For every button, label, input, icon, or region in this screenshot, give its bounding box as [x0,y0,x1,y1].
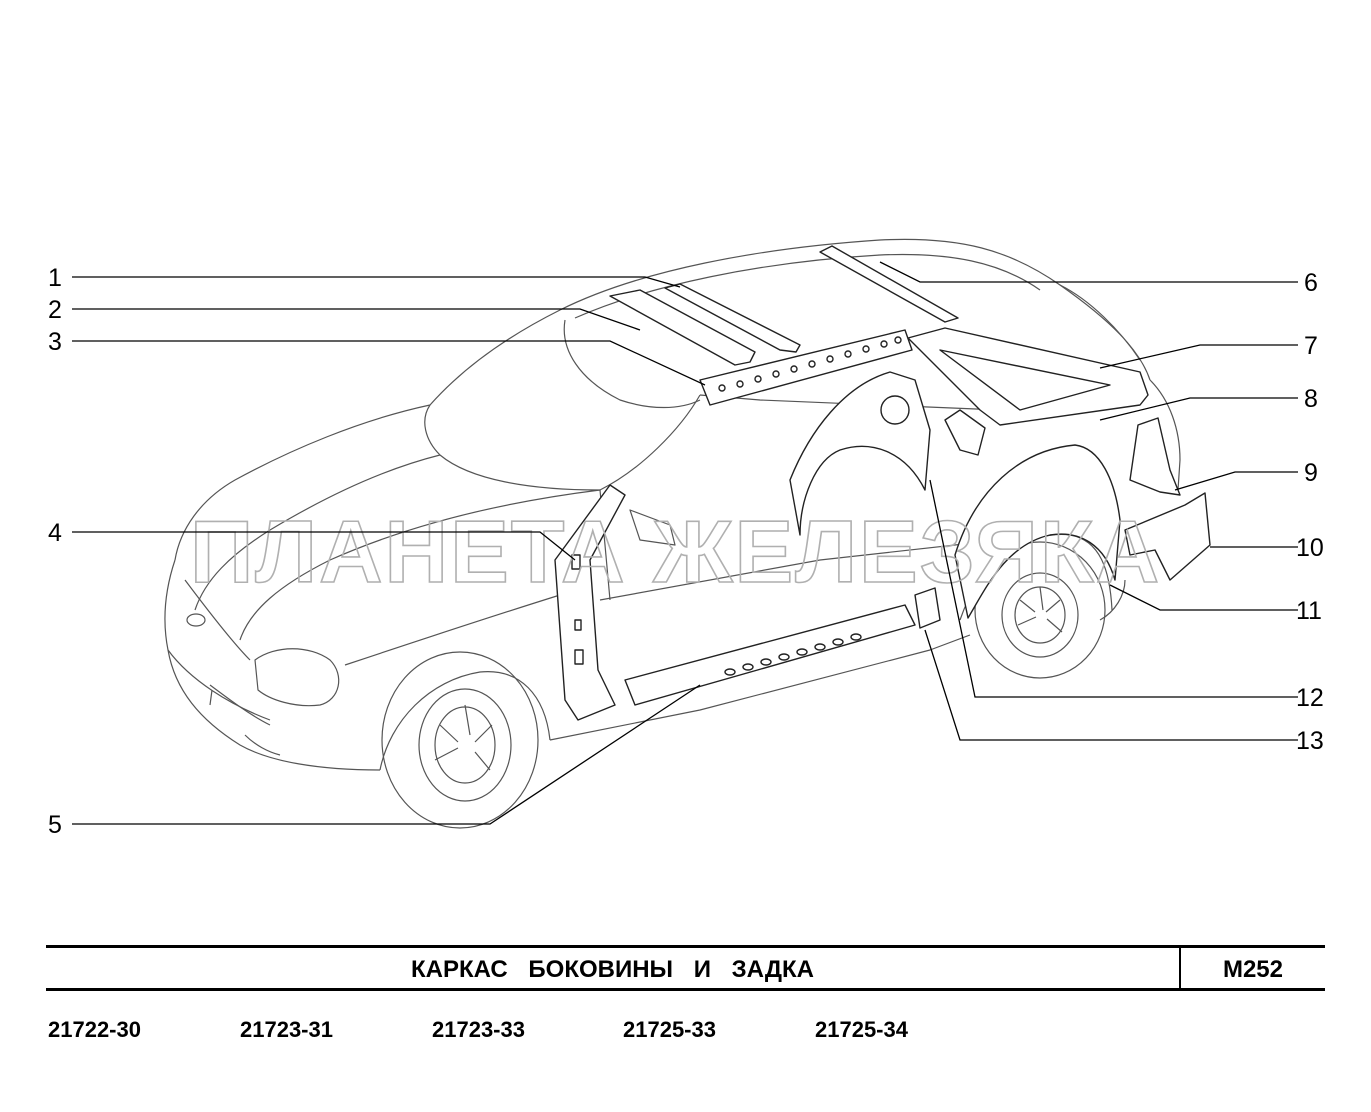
leader-line-13 [924,629,1298,741]
leader-line-9 [1174,471,1298,491]
part-13-shape [914,587,941,629]
part-11-shape [954,444,1121,619]
callout-12: 12 [1296,684,1324,712]
callout-5: 5 [48,811,62,839]
callout-7: 7 [1304,332,1318,360]
part-9-shape [1129,417,1181,496]
part-12-shape [789,371,931,536]
leader-line-4 [72,531,576,561]
title-divider [1179,948,1181,988]
diagram-title: КАРКАС БОКОВИНЫ И ЗАДКА [411,956,814,983]
side-frame-parts [554,245,1211,721]
title-block: КАРКАС БОКОВИНЫ И ЗАДКА M252 [46,945,1325,991]
part-6-shape [819,245,959,323]
model-code: 21723-31 [240,1017,333,1042]
part-8-shape [944,409,986,456]
watermark: ПЛАНЕТА ЖЕЛЕЗЯКА [190,502,1161,601]
leader-line-12 [929,479,1298,698]
leader-line-5 [72,684,701,825]
callout-6: 6 [1304,269,1318,297]
model-code: 21723-33 [432,1017,525,1042]
leader-line-2 [72,308,641,331]
diagram-code: M252 [1222,956,1284,983]
leader-line-8 [1099,397,1298,421]
leader-line-3 [72,340,706,386]
callout-2: 2 [48,296,62,324]
callout-3: 3 [48,328,62,356]
leader-line-6 [879,261,1298,283]
model-code: 21725-33 [623,1017,716,1042]
part-1-shape [664,283,801,353]
model-code: 21725-34 [815,1017,908,1042]
leader-line-1 [72,276,681,288]
callout-8: 8 [1304,385,1318,413]
part-3-shape [699,329,913,406]
leader-line-7 [1099,344,1298,369]
part-5-shape [624,604,916,706]
part-3-holes [718,336,902,392]
callout-10: 10 [1296,534,1324,562]
part-5-holes [724,633,862,676]
leader-lines [72,261,1298,825]
leader-line-11 [1109,584,1298,611]
callout-9: 9 [1304,459,1318,487]
callout-13: 13 [1296,727,1324,755]
callout-numbers: 1 2 3 4 5 6 7 8 9 10 11 12 13 [48,264,1324,839]
part-4-shape [554,484,626,721]
callout-1: 1 [48,264,62,292]
callout-4: 4 [48,519,62,547]
part-2-shape [609,289,756,366]
model-code: 21722-30 [48,1017,141,1042]
part-10-shape [1124,492,1211,581]
callout-11: 11 [1296,597,1322,625]
